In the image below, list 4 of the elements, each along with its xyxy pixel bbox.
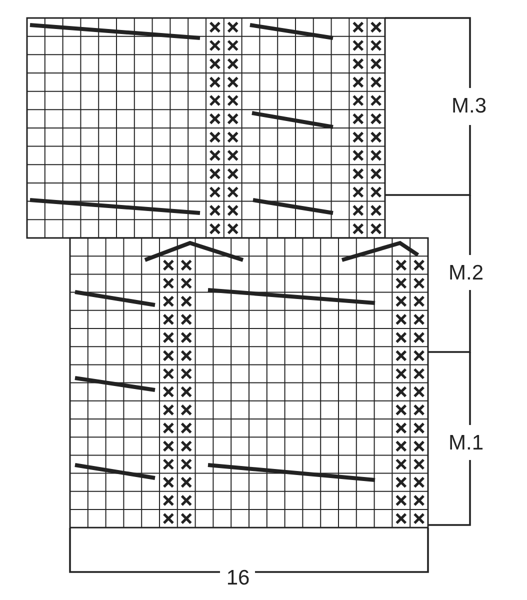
pattern-label: M.3 (452, 96, 486, 116)
pattern-label: M.2 (448, 262, 484, 284)
stitch-count-label: 16 (226, 568, 250, 588)
pattern-label: M.1 (448, 432, 484, 454)
